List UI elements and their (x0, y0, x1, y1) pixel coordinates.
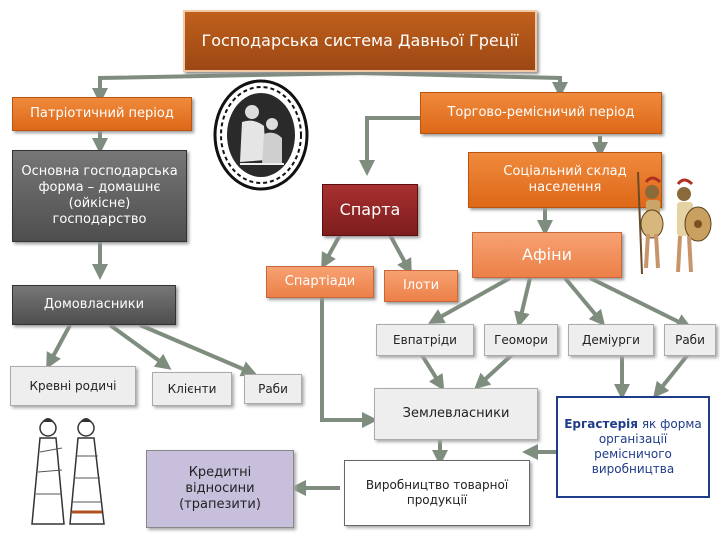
eupatrids-label: Евпатріди (393, 332, 457, 347)
geomori-box: Геомори (484, 324, 558, 356)
main-form-label: Основна господарська форма – домашнє (ой… (21, 163, 178, 228)
helots-box: Ілоти (384, 270, 458, 302)
sparta-box: Спарта (322, 184, 418, 236)
greek-warriors-image (637, 171, 712, 275)
production-box: Виробництво товарної продукції (344, 460, 530, 526)
spartiates-box: Спартіади (266, 266, 374, 298)
athens-slaves-box: Раби (664, 324, 716, 356)
production-label: Виробництво товарної продукції (365, 478, 509, 507)
credit-relations-label: Кредитні відносини (трапезити) (179, 464, 261, 513)
landowners-box: Землевласники (374, 388, 538, 440)
title-text: Господарська система Давньої Греції (201, 31, 519, 50)
trade-period-box: Торгово-ремісничий період (420, 92, 662, 134)
vase-medallion-image (213, 79, 309, 191)
landowners-label: Землевласники (402, 405, 510, 421)
ergasteria-description: як форма організації ремісничого виробни… (591, 417, 702, 476)
athens-box: Афіни (472, 232, 622, 278)
clients-label: Клієнти (167, 381, 217, 396)
sparta-label: Спарта (339, 200, 401, 219)
geomori-label: Геомори (494, 332, 548, 347)
athens-slaves-label: Раби (675, 332, 705, 347)
greek-women-image (31, 418, 105, 525)
eupatrids-box: Евпатріди (376, 324, 474, 356)
householders-label: Домовласники (43, 296, 145, 312)
slaves-label: Раби (258, 381, 288, 396)
athens-label: Афіни (522, 245, 572, 264)
householders-box: Домовласники (12, 285, 176, 325)
title-box: Господарська система Давньої Греції (183, 10, 537, 72)
patriarchal-period-label: Патріотичний період (30, 105, 174, 121)
spartiates-label: Спартіади (284, 273, 356, 289)
patriarchal-period-box: Патріотичний період (12, 97, 192, 131)
ergasteria-box: Ергастерія як форма організації реміснич… (556, 396, 710, 498)
relatives-box: Кревні родичі (10, 366, 136, 406)
demiurgi-box: Деміурги (568, 324, 654, 356)
social-composition-label: Соціальний склад населення (503, 163, 627, 195)
clients-box: Клієнти (152, 372, 232, 406)
demiurgi-label: Деміурги (582, 332, 640, 347)
slaves-box: Раби (244, 374, 302, 404)
social-composition-box: Соціальний склад населення (468, 152, 662, 208)
ergasteria-term: Ергастерія (564, 417, 639, 431)
helots-label: Ілоти (402, 277, 440, 293)
trade-period-label: Торгово-ремісничий період (447, 104, 635, 120)
main-form-box: Основна господарська форма – домашнє (ой… (12, 150, 187, 242)
relatives-label: Кревні родичі (29, 378, 117, 393)
ergasteria-text: Ергастерія як форма організації реміснич… (564, 417, 702, 477)
credit-relations-box: Кредитні відносини (трапезити) (146, 450, 294, 528)
